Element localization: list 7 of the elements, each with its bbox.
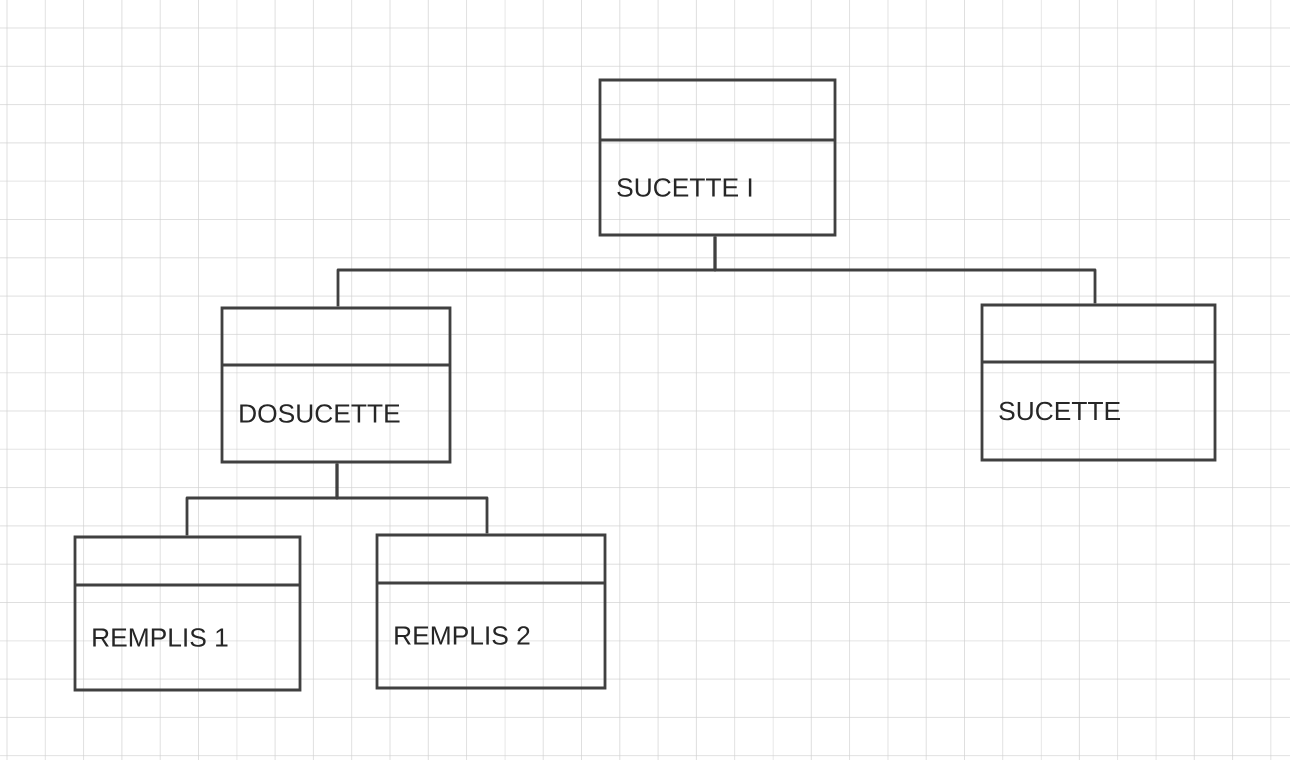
connector-line bbox=[713, 236, 1097, 304]
class-box: REMPLIS 2 bbox=[375, 533, 607, 690]
connector-line bbox=[335, 463, 489, 534]
class-box: REMPLIS 1 bbox=[73, 535, 302, 692]
class-box: SUCETTE I bbox=[598, 78, 837, 237]
class-box: SUCETTE bbox=[980, 303, 1217, 462]
class-box: DOSUCETTE bbox=[220, 306, 452, 464]
